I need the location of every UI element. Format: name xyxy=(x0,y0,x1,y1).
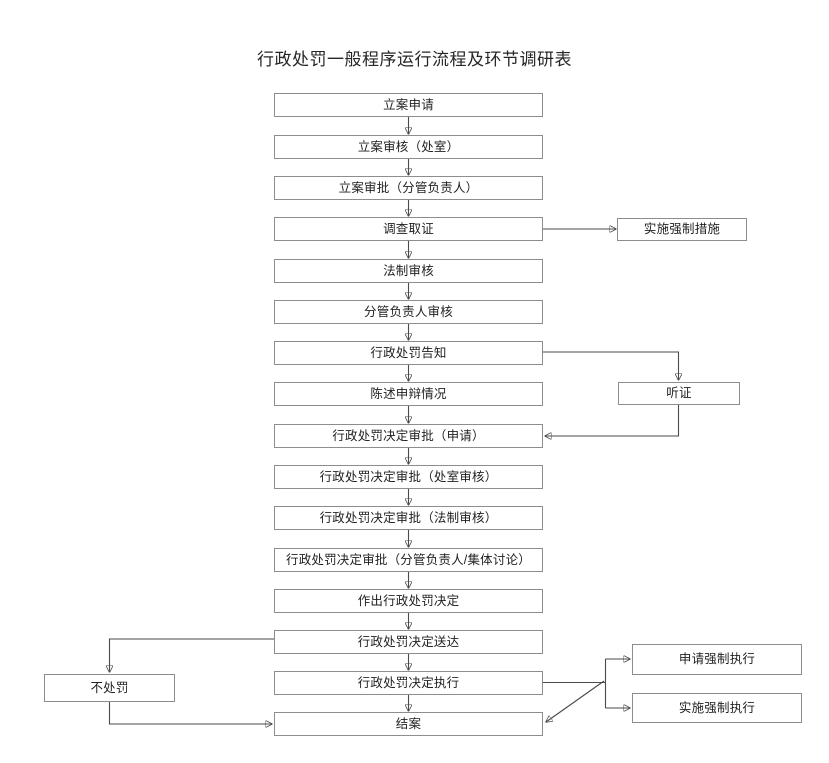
node-zuochu-jueding[interactable]: 作出行政处罚决定 xyxy=(274,589,543,613)
node-jueding-chushi[interactable]: 行政处罚决定审批（处室审核） xyxy=(274,465,543,489)
node-jiean[interactable]: 结案 xyxy=(274,712,543,736)
node-bu-chufa[interactable]: 不处罚 xyxy=(44,674,175,702)
edge-chufa-gaozhi-to-tingzheng xyxy=(543,351,679,380)
node-chenshu-shenbian[interactable]: 陈述申辩情况 xyxy=(274,382,543,406)
node-jueding-fazhi[interactable]: 行政处罚决定审批（法制审核） xyxy=(274,506,543,530)
node-shishi-qiangzhi-cuoshi[interactable]: 实施强制措施 xyxy=(617,218,747,241)
page-title: 行政处罚一般程序运行流程及环节调研表 xyxy=(257,50,572,69)
node-jueding-zhixing[interactable]: 行政处罚决定执行 xyxy=(274,671,543,695)
node-shishi-qiangzhi-zhixing[interactable]: 实施强制执行 xyxy=(632,693,802,723)
node-fazhi-shenhe[interactable]: 法制审核 xyxy=(274,259,543,283)
node-lian-shenpi[interactable]: 立案审批（分管负责人） xyxy=(274,176,543,200)
edge-junction-to-jiean xyxy=(546,680,605,722)
node-tingzheng[interactable]: 听证 xyxy=(618,382,740,405)
edge-bu-chufa-to-jiean xyxy=(108,702,273,724)
node-chufa-gaozhi[interactable]: 行政处罚告知 xyxy=(274,341,543,365)
node-diaocha-quzheng[interactable]: 调查取证 xyxy=(274,217,543,241)
node-shenqing-qiangzhi-zhixing[interactable]: 申请强制执行 xyxy=(632,644,802,675)
node-jueding-shenqing[interactable]: 行政处罚决定审批（申请） xyxy=(274,424,543,448)
edge-tingzheng-to-jueding-shenqing xyxy=(545,405,680,436)
edge-jueding-songda-to-bu-chufa xyxy=(110,638,274,672)
node-jueding-songda[interactable]: 行政处罚决定送达 xyxy=(274,630,543,654)
node-fenguan-shenhe[interactable]: 分管负责人审核 xyxy=(274,300,543,324)
node-lian-shenqing[interactable]: 立案申请 xyxy=(274,93,543,117)
node-jueding-fenguan[interactable]: 行政处罚决定审批（分管负责人/集体讨论） xyxy=(274,548,543,572)
node-lian-shenhe[interactable]: 立案审核（处室） xyxy=(274,135,543,159)
